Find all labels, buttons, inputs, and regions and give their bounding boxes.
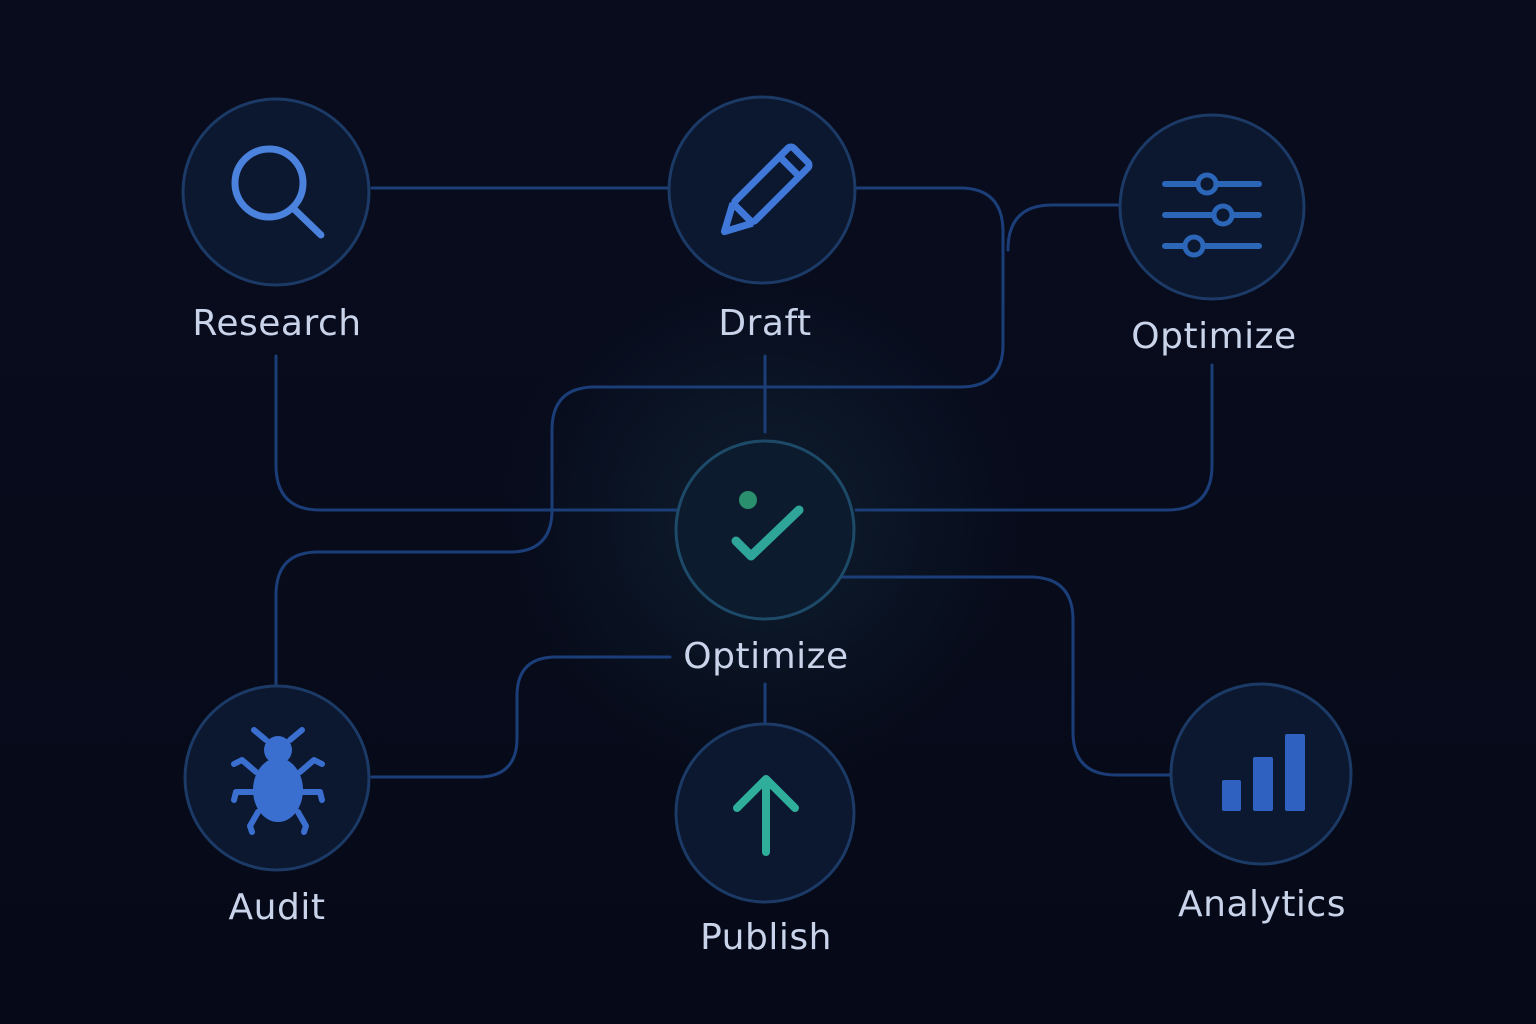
connector-optimize-analytics xyxy=(838,575,1172,777)
label-audit: Audit xyxy=(228,887,326,928)
connector-optimize-top-branch xyxy=(1006,203,1120,252)
connector-audit-optimize xyxy=(370,655,672,779)
pencil-icon xyxy=(720,143,813,236)
search-icon xyxy=(231,145,325,239)
node-publish[interactable] xyxy=(674,722,856,904)
node-optimize-center[interactable] xyxy=(674,439,856,621)
node-audit[interactable] xyxy=(183,684,371,872)
checkmark-icon xyxy=(731,491,804,561)
bug-icon xyxy=(231,727,325,835)
arrow-up-icon xyxy=(733,775,799,856)
label-draft: Draft xyxy=(718,303,812,344)
node-research[interactable] xyxy=(181,97,371,287)
bar-chart-icon xyxy=(1222,734,1305,811)
connector-optimize-top-optimize xyxy=(854,363,1214,512)
connector-research-optimize xyxy=(274,354,678,512)
connectors xyxy=(274,186,1214,779)
label-analytics: Analytics xyxy=(1178,884,1346,925)
node-draft[interactable] xyxy=(667,95,857,285)
node-optimize-top[interactable] xyxy=(1118,113,1306,301)
connector-draft-audit xyxy=(274,186,1005,688)
label-publish: Publish xyxy=(700,917,832,958)
label-research: Research xyxy=(192,303,362,344)
label-optimize-top: Optimize xyxy=(1131,316,1297,357)
sliders-icon xyxy=(1162,172,1262,258)
label-optimize-center: Optimize xyxy=(683,636,849,677)
node-analytics[interactable] xyxy=(1169,682,1353,866)
